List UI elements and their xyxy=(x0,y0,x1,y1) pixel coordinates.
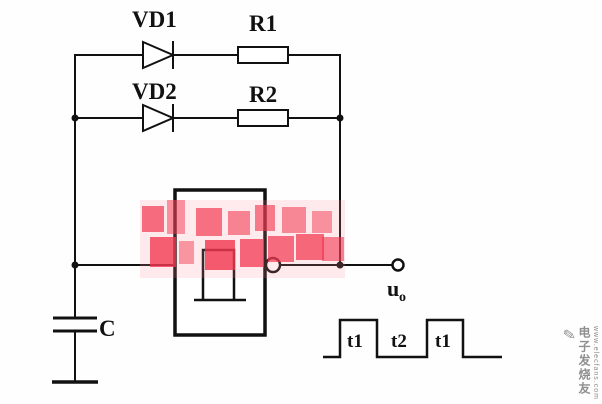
elecfans-watermark: ✎ 电子发烧友 www.elecfans.com xyxy=(561,325,599,400)
label-r2: R2 xyxy=(249,82,277,107)
resistor-r2-symbol xyxy=(237,109,289,127)
pencil-icon: ✎ xyxy=(561,325,578,345)
diode-vd1-triangle xyxy=(142,40,176,70)
junction-dot xyxy=(336,114,344,122)
waveform-label-t1a: t1 xyxy=(347,331,363,352)
diode-vd1-symbol xyxy=(142,40,176,70)
junction-dot xyxy=(336,261,344,269)
output-terminal xyxy=(391,258,405,272)
diode-vd2-triangle xyxy=(142,103,176,133)
label-capacitor: C xyxy=(99,316,116,341)
label-output-sub: o xyxy=(399,290,406,305)
junction-dot xyxy=(71,114,79,122)
junction-dots xyxy=(71,114,344,269)
label-vd2: VD2 xyxy=(132,79,177,104)
capacitor-symbol xyxy=(53,316,97,333)
label-r1: R1 xyxy=(249,11,277,36)
watermark-brand: 电子发烧友 xyxy=(577,326,591,397)
resistor-r1-symbol xyxy=(237,46,289,64)
watermark-url: www.elecfans.com xyxy=(592,326,599,400)
waveform-label-t1b: t1 xyxy=(435,331,451,352)
waveform-label-t2: t2 xyxy=(391,331,407,352)
label-vd1: VD1 xyxy=(132,7,177,32)
waveform-trace xyxy=(323,318,502,359)
junction-dot xyxy=(71,261,79,269)
label-output-base: u xyxy=(387,276,399,301)
red-watermark-overlay xyxy=(140,200,345,278)
diode-vd2-symbol xyxy=(142,103,176,133)
